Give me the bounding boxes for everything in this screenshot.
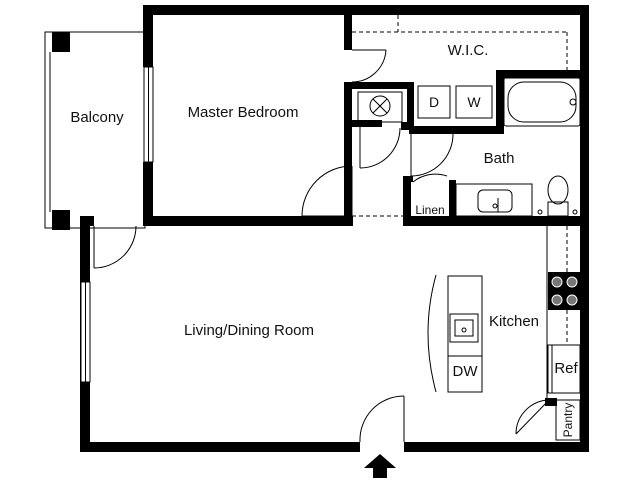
interior-walls xyxy=(344,5,589,226)
bath-fixtures xyxy=(455,77,581,217)
doors xyxy=(93,49,550,443)
kitchen-fixtures xyxy=(427,226,581,441)
dishwasher-label: DW xyxy=(453,363,479,380)
kitchen-label: Kitchen xyxy=(489,313,539,330)
balcony-label: Balcony xyxy=(70,109,124,126)
dashed-lines xyxy=(352,15,568,345)
washer-label: W xyxy=(467,94,481,110)
washer xyxy=(455,85,493,119)
refrigerator-label: Ref xyxy=(554,360,578,377)
entry-arrow-icon xyxy=(364,454,396,478)
linen-label: Linen xyxy=(415,203,444,217)
bath-label: Bath xyxy=(484,150,515,167)
washer-dryer-area xyxy=(357,85,493,123)
balcony-area xyxy=(44,31,146,230)
windows xyxy=(80,66,154,383)
wic-label: W.I.C. xyxy=(448,42,489,59)
dryer-label: D xyxy=(429,94,439,110)
master-bedroom-label: Master Bedroom xyxy=(188,104,299,121)
pantry-label: Pantry xyxy=(561,403,575,438)
living-dining-label: Living/Dining Room xyxy=(184,322,314,339)
dryer xyxy=(417,85,451,119)
